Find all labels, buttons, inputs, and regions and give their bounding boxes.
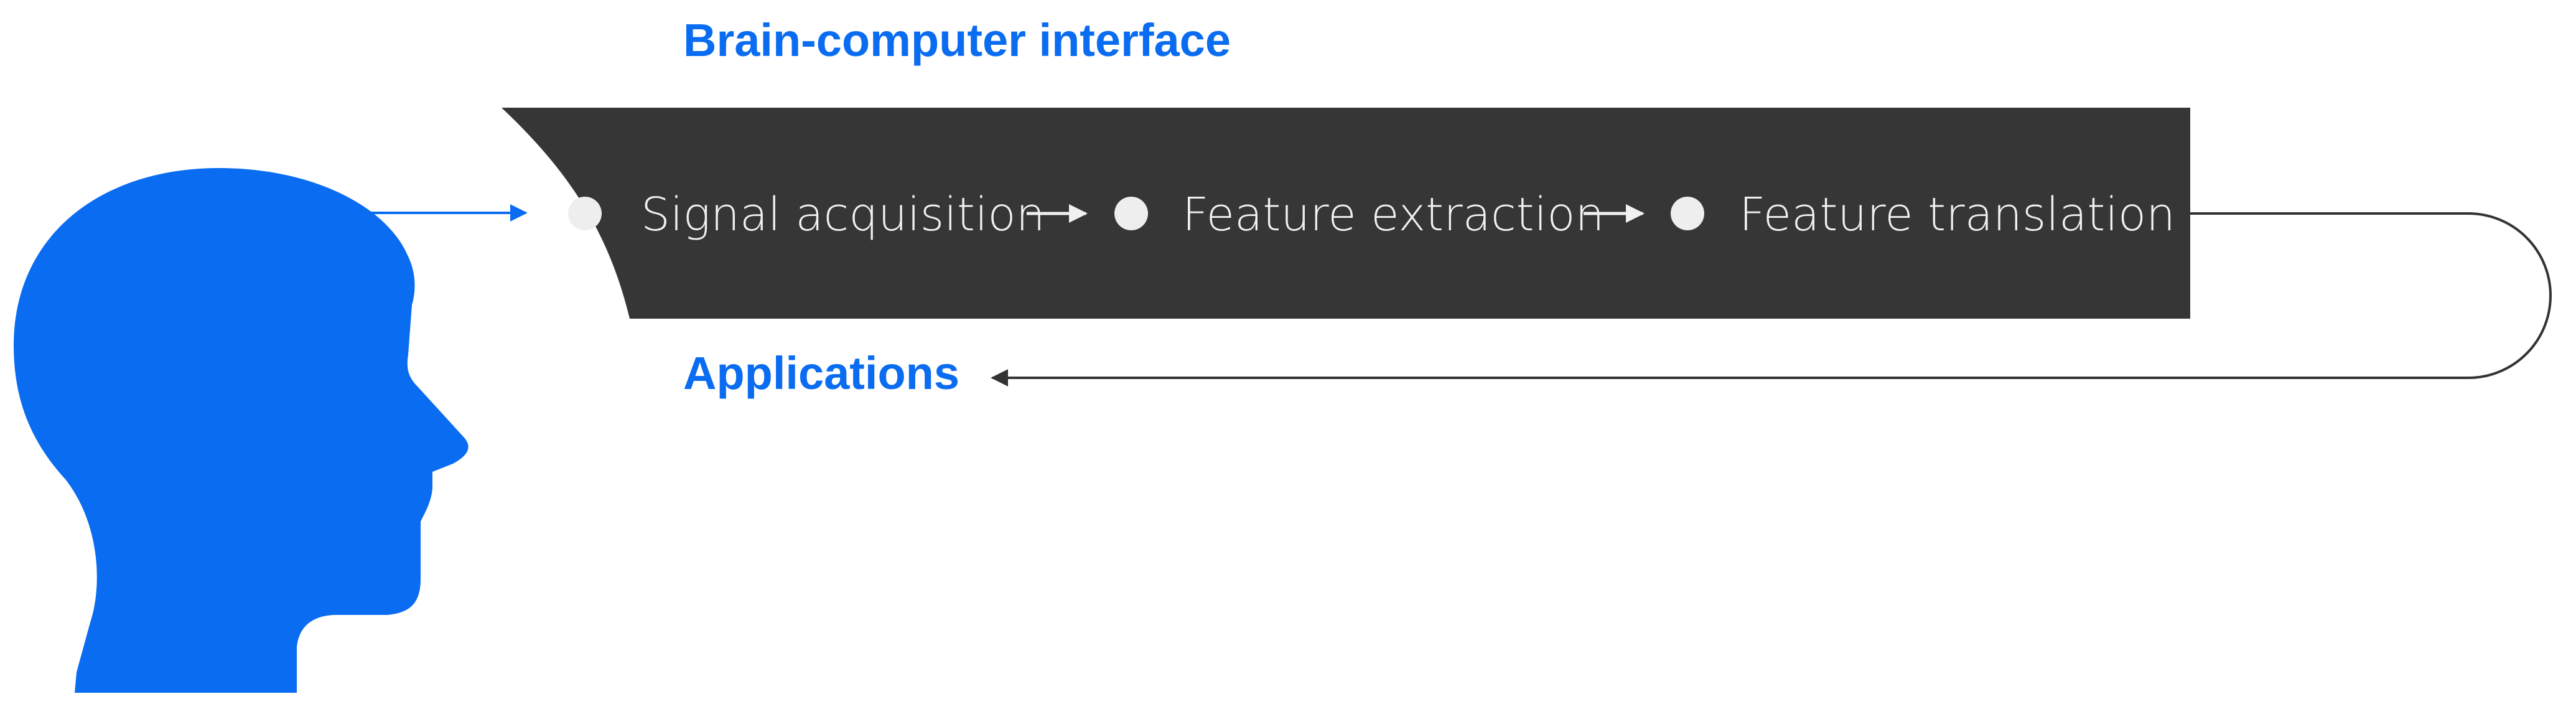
stage-node-feature-extraction [1114,197,1148,230]
pipeline-banner [502,108,2190,319]
applications-label: Applications [683,347,959,399]
stage-node-feature-translation [1671,197,1704,230]
stage-label-feature-translation: Feature translation [1739,188,2175,241]
stage-label-feature-extraction: Feature extraction [1182,188,1604,241]
human-head-profile-icon [14,168,469,693]
feedback-connector [991,212,2552,387]
stage-node-signal-acquisition [568,197,602,230]
stage-label-signal-acquisition: Signal acquisition [641,188,1045,241]
diagram-title: Brain-computer interface [683,14,1231,66]
